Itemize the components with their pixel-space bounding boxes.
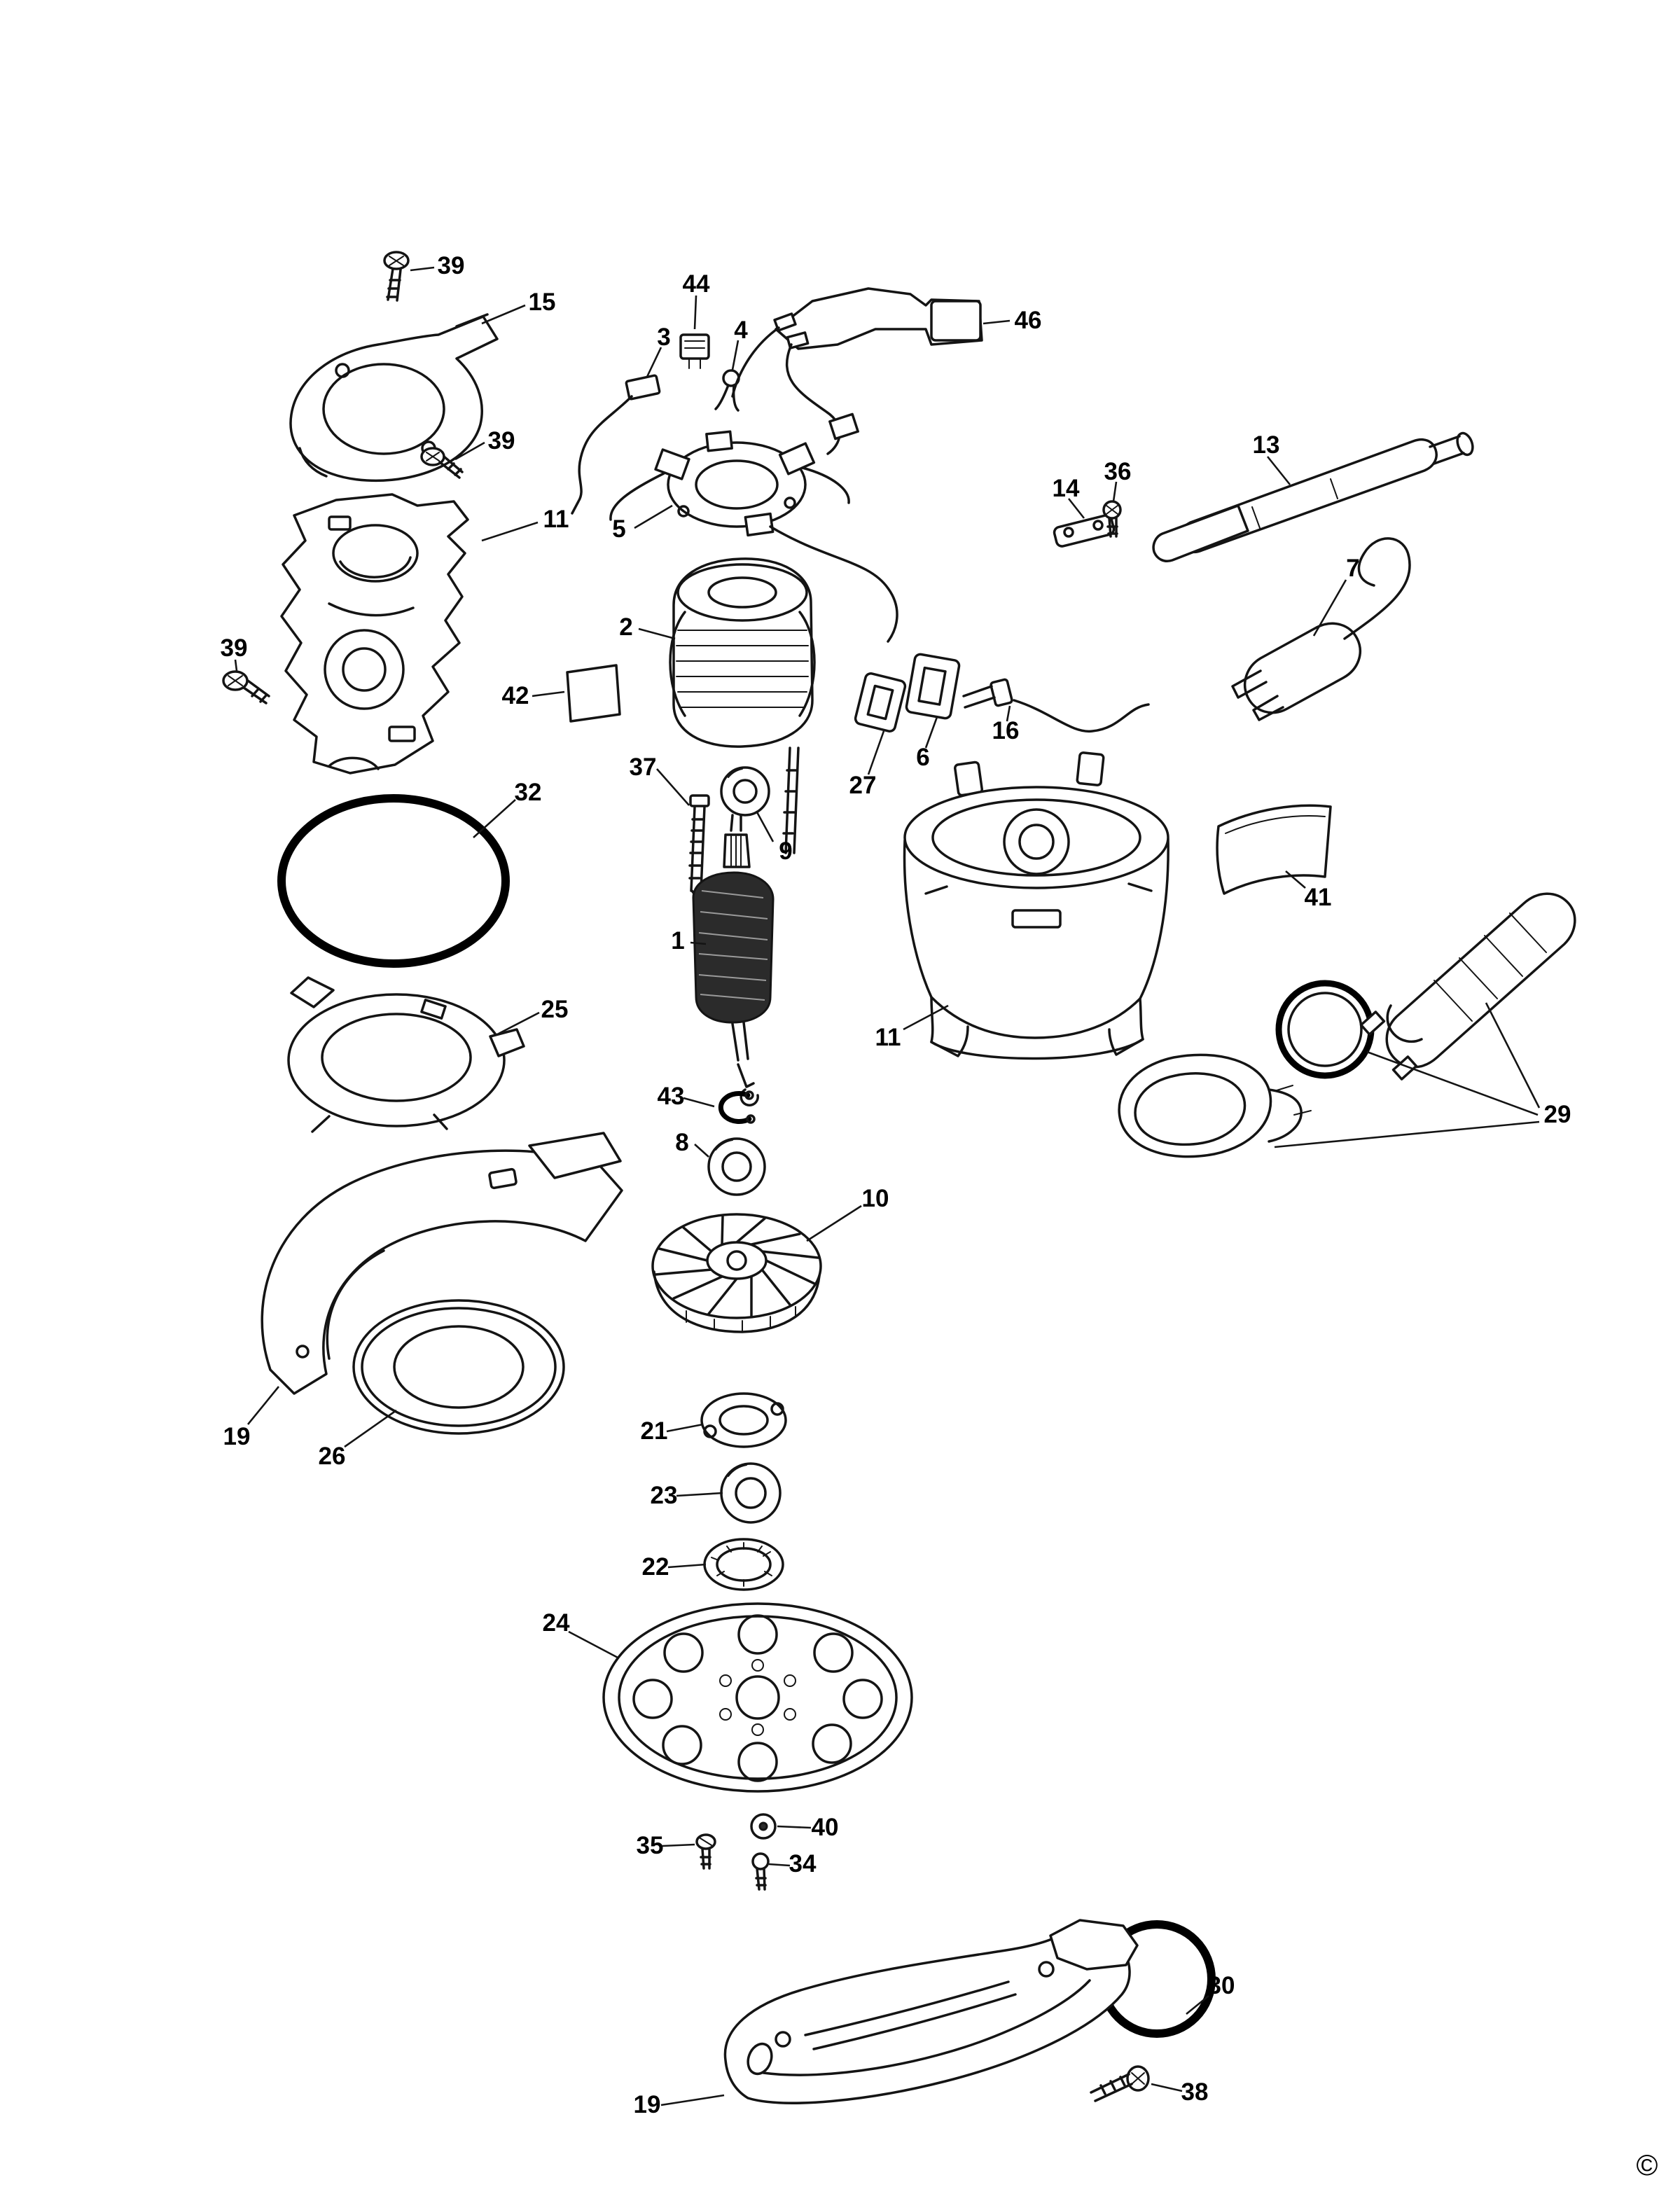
part-callout: 25: [541, 996, 569, 1023]
part-callout: 14: [1052, 475, 1080, 502]
armature-1: [692, 814, 775, 1106]
shroud-19-bottom: [723, 1919, 1139, 2104]
part-callout: 34: [789, 1850, 817, 1877]
part-callout: 39: [220, 634, 248, 662]
screw-37-icon: [688, 794, 710, 898]
part-callout: 13: [1252, 431, 1280, 459]
part-callout: 6: [916, 744, 930, 771]
field-2: [669, 557, 816, 854]
circlip-43: [718, 1090, 756, 1124]
copyright-mark: ©: [1636, 2148, 1658, 2181]
part-callout: 10: [861, 1185, 889, 1212]
part-callout: 11: [543, 506, 569, 533]
part-callout: 22: [641, 1553, 669, 1581]
part-callout: 35: [636, 1832, 664, 1859]
part-callout: 41: [1304, 884, 1332, 911]
part-callout: 9: [779, 838, 793, 865]
part-callout: 3: [657, 324, 671, 351]
fan-10: [651, 1213, 822, 1333]
screw-39-top-icon: [383, 251, 410, 302]
part-callout: 40: [811, 1814, 839, 1841]
part-3: [571, 374, 661, 515]
shroud-19-upper: [261, 1132, 623, 1395]
housing-11-left: [280, 493, 469, 775]
bearing-23: [720, 1462, 782, 1524]
switch-27: [854, 672, 907, 732]
part-callout: 43: [657, 1083, 685, 1110]
screw-34-icon: [751, 1852, 770, 1891]
outlet-29: [1118, 1053, 1312, 1158]
part-callout: 7: [1346, 555, 1360, 582]
part-callout: 30: [1207, 1972, 1235, 1999]
washer-40: [750, 1813, 777, 1840]
part-callout: 4: [734, 317, 748, 344]
part-callout: 32: [514, 779, 542, 806]
bearing-9: [720, 766, 770, 817]
part-callout: 37: [629, 754, 657, 781]
part-callout: 39: [437, 252, 465, 279]
part-callout: 19: [223, 1423, 251, 1450]
part-callout: 16: [992, 717, 1020, 744]
retainer-22: [703, 1538, 784, 1591]
part-callout: 29: [1543, 1101, 1571, 1128]
part-callout: 24: [542, 1609, 570, 1637]
ring-25: [287, 976, 525, 1133]
plug-7: [1231, 537, 1411, 721]
o-ring-32: [277, 794, 510, 968]
part-4: [714, 369, 740, 412]
part-callout: 19: [633, 2091, 661, 2118]
part-callout: 38: [1181, 2078, 1209, 2106]
hose-29: [1359, 892, 1576, 1081]
part-callout: 27: [849, 772, 877, 799]
part-callout: 36: [1104, 458, 1132, 485]
screw-35-icon: [695, 1833, 716, 1870]
part-callout: 5: [612, 515, 626, 543]
part-44: [679, 333, 710, 369]
screw-38-icon: [1090, 2065, 1150, 2102]
plate-14: [1053, 514, 1116, 548]
part-callout: 2: [619, 613, 633, 641]
screw-39-left-icon: [222, 670, 270, 704]
leader-lines: [234, 266, 1541, 2106]
terminal-16: [962, 678, 1150, 733]
part-callout: 21: [640, 1417, 668, 1445]
part-callout: 23: [650, 1482, 678, 1509]
part-callout: 46: [1014, 307, 1042, 334]
pad-24: [602, 1602, 913, 1793]
part-callout: 39: [487, 427, 515, 454]
bearing-8: [707, 1137, 766, 1196]
part-callout: 42: [501, 682, 529, 709]
switch-6: [905, 653, 961, 720]
seal-ring-26: [352, 1299, 565, 1435]
sheet-42: [566, 664, 621, 723]
retainer-21: [700, 1392, 787, 1448]
tube-13: [1152, 431, 1474, 562]
housing-11-lower: [903, 751, 1169, 1060]
bracket-46: [731, 287, 983, 455]
screw-39-mid-icon: [420, 447, 464, 479]
part-callout: 15: [528, 289, 556, 316]
screw-36-icon: [1102, 500, 1122, 538]
brush-ring-5: [609, 412, 898, 643]
part-callout: 1: [671, 927, 685, 954]
part-callout: 8: [675, 1129, 689, 1156]
part-callout: 44: [682, 270, 710, 298]
part-callout: 11: [875, 1024, 901, 1051]
part-callout: 26: [318, 1443, 346, 1470]
